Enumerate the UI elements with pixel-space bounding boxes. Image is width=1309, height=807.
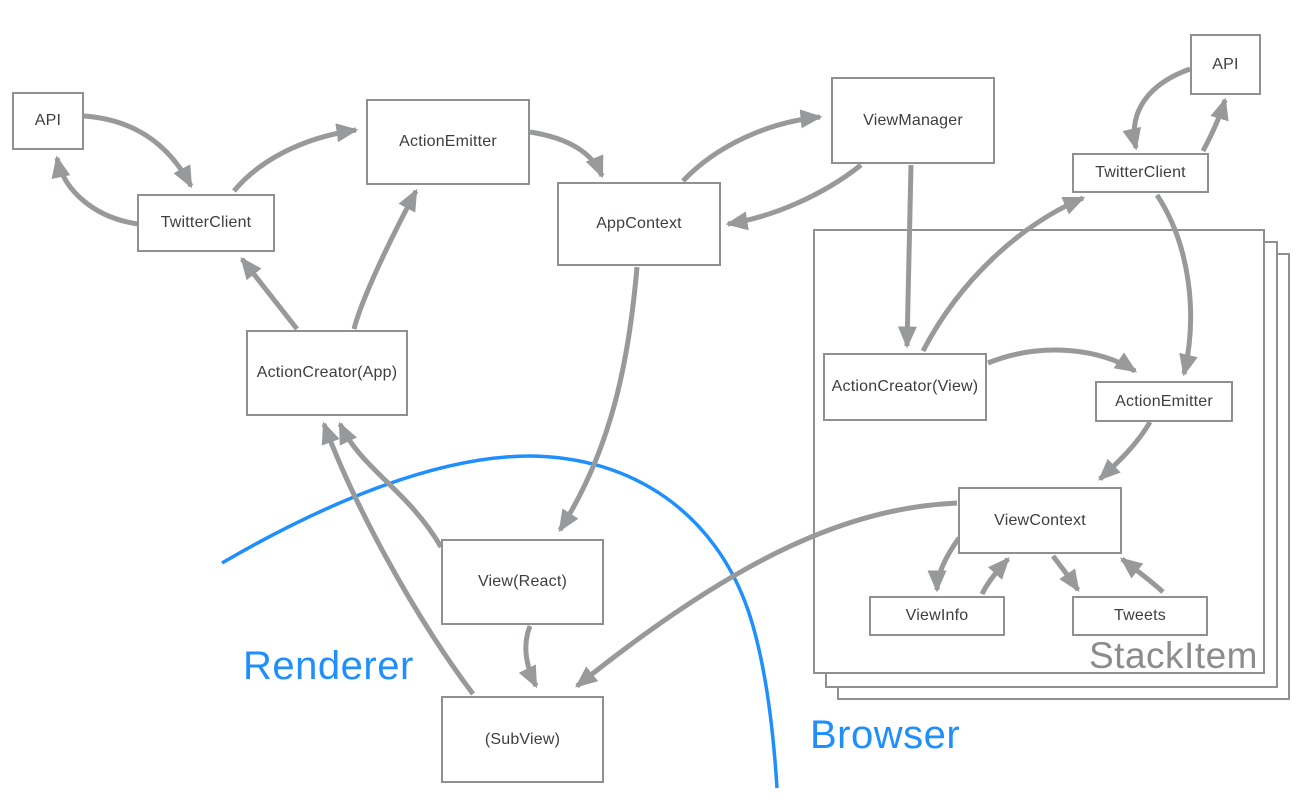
node-label: API: [34, 112, 62, 129]
stackitem-region-label: StackItem: [1089, 635, 1258, 676]
node-twitterclient-right: TwitterClient: [1072, 153, 1209, 193]
edge-viewreact-to-actioncreatorapp: [337, 421, 444, 549]
edge-apiright-to-twitterclientright: [1122, 66, 1191, 151]
node-view-react: View(React): [441, 539, 604, 625]
node-label: AppContext: [596, 215, 682, 232]
edge-appcontext-to-viewreact: [557, 266, 640, 533]
edge-twitterclientleft-to-apileft: [51, 155, 139, 227]
node-actioncreator-app: ActionCreator(App): [246, 330, 408, 416]
node-api-right: API: [1190, 34, 1261, 95]
renderer-browser-boundary-curve: [221, 454, 779, 789]
edge-actionemitterright-to-viewcontext: [1098, 420, 1153, 481]
edge-viewcontext-to-tweets: [1051, 554, 1081, 593]
node-viewinfo: ViewInfo: [869, 596, 1005, 636]
node-label: ViewManager: [863, 111, 963, 129]
node-tweets: Tweets: [1072, 596, 1208, 636]
node-label: API: [1212, 55, 1239, 73]
edge-twitterclientleft-to-actionemittertop: [232, 123, 359, 193]
node-label: (SubView): [484, 730, 561, 748]
node-label: TwitterClient: [1095, 164, 1186, 181]
node-twitterclient-left: TwitterClient: [137, 194, 275, 252]
node-viewmanager: ViewManager: [831, 77, 995, 164]
edge-appcontext-to-viewmanager: [681, 109, 823, 183]
edge-actionemittertop-to-appcontext: [529, 129, 605, 179]
node-subview: (SubView): [441, 696, 604, 783]
edge-twitterclientright-to-apiright: [1200, 97, 1229, 153]
browser-region-label: Browser: [810, 713, 961, 757]
node-label: ViewContext: [994, 511, 1086, 529]
node-api-left: API: [12, 92, 84, 150]
node-viewcontext: ViewContext: [958, 487, 1122, 554]
edge-actioncreatorview-to-twitterclientright: [920, 195, 1086, 353]
edge-apileft-to-twitterclientleft: [83, 113, 194, 189]
edge-viewcontext-to-viewinfo: [927, 536, 962, 593]
edge-viewinfo-to-viewcontext: [979, 557, 1010, 596]
node-actioncreator-view: ActionCreator(View): [823, 353, 987, 421]
edge-viewreact-to-subview: [518, 625, 539, 689]
node-label: Tweets: [1114, 607, 1166, 624]
node-actionemitter-top: ActionEmitter: [366, 99, 530, 185]
edge-twitterclientright-to-actionemitterright: [1154, 193, 1198, 377]
edge-subview-to-actioncreatorapp: [321, 421, 476, 696]
node-label: ActionEmitter: [399, 133, 497, 150]
node-label: TwitterClient: [160, 214, 252, 231]
node-label: ViewInfo: [905, 607, 969, 624]
renderer-region-label: Renderer: [243, 644, 414, 688]
node-label: ActionCreator(App): [256, 364, 398, 381]
edge-viewmanager-to-appcontext: [725, 163, 863, 231]
node-label: View(React): [477, 573, 568, 590]
node-label: ActionCreator(View): [831, 378, 979, 395]
node-actionemitter-right: ActionEmitter: [1095, 381, 1233, 422]
edge-actioncreatorapp-to-twitterclientleft: [240, 257, 299, 331]
node-appcontext: AppContext: [557, 182, 721, 266]
edge-actioncreatorapp-to-actionemittertop: [351, 188, 419, 330]
edge-viewcontext-to-subview: [575, 500, 958, 688]
node-label: ActionEmitter: [1115, 392, 1213, 410]
edge-tweets-to-viewcontext: [1120, 557, 1165, 594]
edge-actioncreatorview-to-actionemitterright: [987, 347, 1138, 374]
edge-viewmanager-to-actioncreatorview: [897, 164, 917, 349]
